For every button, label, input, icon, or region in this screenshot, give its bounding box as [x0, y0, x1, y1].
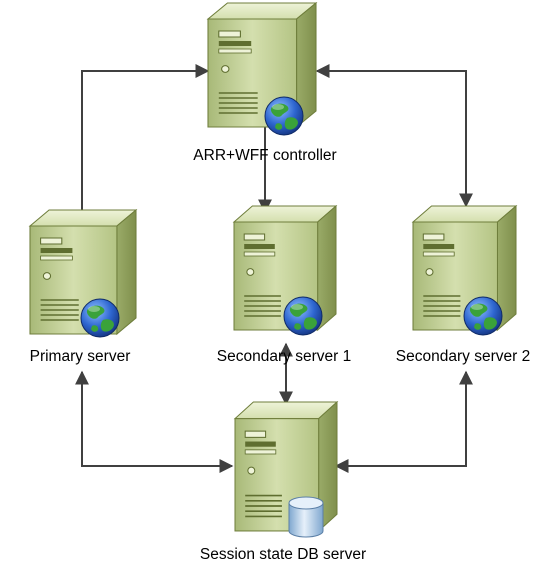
db-server-label: Session state DB server [200, 546, 366, 563]
node-session-db-server: Session state DB server [200, 401, 366, 563]
database-cylinder-icon [288, 496, 324, 538]
node-primary-server: Primary server [29, 209, 137, 365]
web-globe-icon [283, 296, 323, 336]
node-secondary-server-1: Secondary server 1 [217, 205, 351, 365]
connector-controller-secondary2 [315, 64, 473, 208]
node-controller: ARR+WFF controller [193, 2, 337, 164]
secondary-server-2-label: Secondary server 2 [396, 348, 530, 365]
web-globe-icon [264, 96, 304, 136]
controller-label: ARR+WFF controller [193, 147, 336, 164]
connector-controller-primary [75, 64, 210, 238]
secondary-server-1-label: Secondary server 1 [217, 348, 351, 365]
connector-primary-db [75, 370, 234, 473]
connector-secondary2-db [334, 370, 473, 473]
web-globe-icon [80, 298, 120, 338]
node-secondary-server-2: Secondary server 2 [396, 205, 530, 365]
primary-server-label: Primary server [30, 348, 131, 365]
web-globe-icon [463, 296, 503, 336]
